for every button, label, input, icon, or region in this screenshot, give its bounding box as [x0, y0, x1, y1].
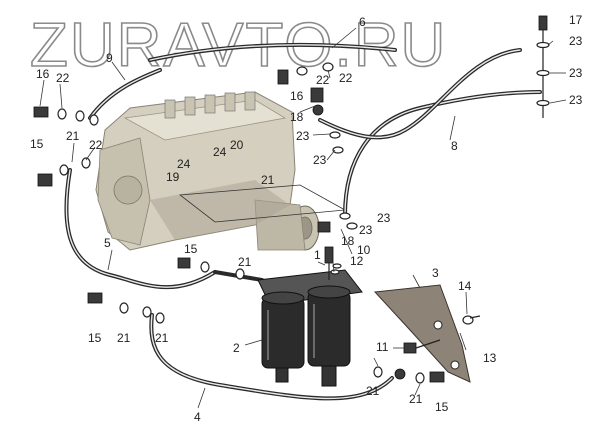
callout-21: 21 — [366, 384, 380, 398]
callout-3: 3 — [432, 266, 439, 280]
callout-16: 16 — [290, 89, 304, 103]
callout-15: 15 — [184, 242, 198, 256]
callout-22: 22 — [56, 71, 70, 85]
callout-6: 6 — [359, 15, 366, 29]
callout-15: 15 — [30, 137, 44, 151]
callout-5: 5 — [104, 236, 111, 250]
mounting-bracket — [373, 284, 471, 383]
callout-23: 23 — [569, 66, 583, 80]
callout-14: 14 — [458, 279, 472, 293]
fuel-filter — [257, 269, 363, 387]
callout-2: 2 — [233, 341, 240, 355]
callout-21: 21 — [155, 331, 169, 345]
callout-13: 13 — [483, 351, 497, 365]
callout-23: 23 — [296, 129, 310, 143]
callout-4: 4 — [194, 410, 201, 424]
callout-22: 22 — [339, 71, 353, 85]
injection-pump — [95, 91, 347, 251]
callout-24: 24 — [177, 157, 191, 171]
callout-12: 12 — [350, 254, 364, 268]
callout-10: 10 — [357, 243, 371, 257]
callout-15: 15 — [435, 400, 449, 414]
callout-23: 23 — [359, 223, 373, 237]
callout-23: 23 — [313, 153, 327, 167]
callout-8: 8 — [451, 139, 458, 153]
callout-11: 11 — [376, 340, 389, 354]
callout-16: 16 — [36, 67, 50, 81]
callout-22: 22 — [89, 138, 103, 152]
callout-18: 18 — [290, 110, 304, 124]
callout-20: 20 — [230, 138, 244, 152]
callout-21: 21 — [409, 392, 423, 406]
callout-17: 17 — [569, 13, 583, 27]
callout-15: 15 — [88, 331, 102, 345]
hardware — [33, 15, 550, 384]
callout-21: 21 — [261, 173, 275, 187]
callout-22: 22 — [316, 73, 330, 87]
callout-18: 18 — [341, 234, 355, 248]
leader-lines — [39, 27, 567, 409]
callout-21: 21 — [238, 255, 252, 269]
callout-21: 21 — [117, 331, 131, 345]
callout-labels: 17 23 23 23 6 9 16 22 22 22 16 18 23 23 … — [30, 13, 583, 424]
callout-9: 9 — [106, 51, 113, 65]
callout-21: 21 — [66, 129, 80, 143]
callout-19: 19 — [166, 170, 180, 184]
callout-24: 24 — [213, 145, 227, 159]
callout-23: 23 — [569, 93, 583, 107]
callout-23: 23 — [377, 211, 391, 225]
callout-23: 23 — [569, 34, 583, 48]
callout-1: 1 — [314, 248, 321, 262]
